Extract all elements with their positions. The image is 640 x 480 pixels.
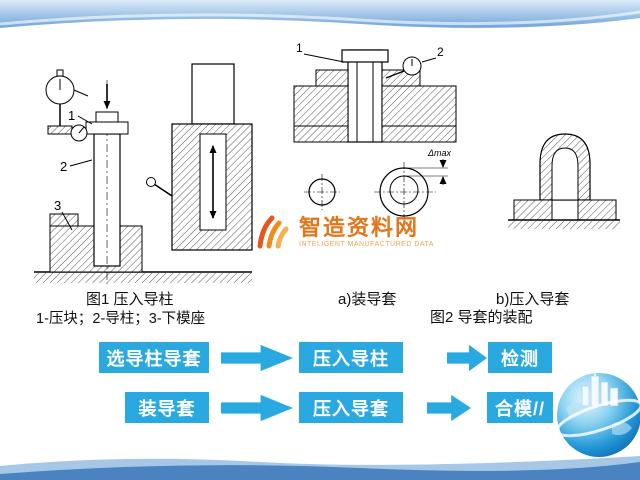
figure1-caption: 图1 压入导柱 xyxy=(86,291,174,308)
figure2a-caption: a)装导套 xyxy=(338,291,397,308)
figure2-caption: 图2 导套的装配 xyxy=(430,309,533,326)
fig1-label-3: 3 xyxy=(54,198,61,213)
fig2-label-2: 2 xyxy=(437,45,444,59)
flow-step-select-guide: 选导柱导套 xyxy=(99,342,209,373)
flow-step-press-sleeve: 压入导套 xyxy=(299,392,403,423)
watermark-subtitle: INTELIGENT MANUFACTURED DATA xyxy=(299,240,434,248)
figure2a-drawing: 1 2 Δmax xyxy=(293,41,457,222)
flow-step-close-mold: 合模// xyxy=(487,392,553,423)
fig1-label-2: 2 xyxy=(60,159,67,174)
fig1-label-1: 1 xyxy=(68,108,75,123)
flow-arrow xyxy=(447,344,487,372)
top-wave-decoration xyxy=(0,0,640,28)
bottom-wave-decoration xyxy=(0,456,640,480)
globe-graphic xyxy=(555,366,640,457)
flow-step-install-sleeve: 装导套 xyxy=(125,392,209,423)
watermark: 智造资料网 INTELIGENT MANUFACTURED DATA xyxy=(252,212,434,252)
watermark-logo-icon xyxy=(257,215,289,249)
figure2b-drawing xyxy=(508,133,620,229)
figure2b-caption: b)压入导套 xyxy=(496,291,570,308)
figure1-drawing: 1 2 3 xyxy=(34,63,253,284)
flow-arrow xyxy=(221,394,293,422)
figure1-legend: 1-压块；2-导柱；3-下模座 xyxy=(36,311,206,327)
flow-arrow xyxy=(221,344,293,372)
watermark-title: 智造资料网 xyxy=(299,214,420,240)
fig2-delta-max-label: Δmax xyxy=(427,148,452,158)
flow-arrow xyxy=(427,394,471,422)
fig2-label-1: 1 xyxy=(296,41,303,55)
flow-step-press-pillar: 压入导柱 xyxy=(299,342,403,373)
flow-step-inspect: 检测 xyxy=(488,342,552,373)
